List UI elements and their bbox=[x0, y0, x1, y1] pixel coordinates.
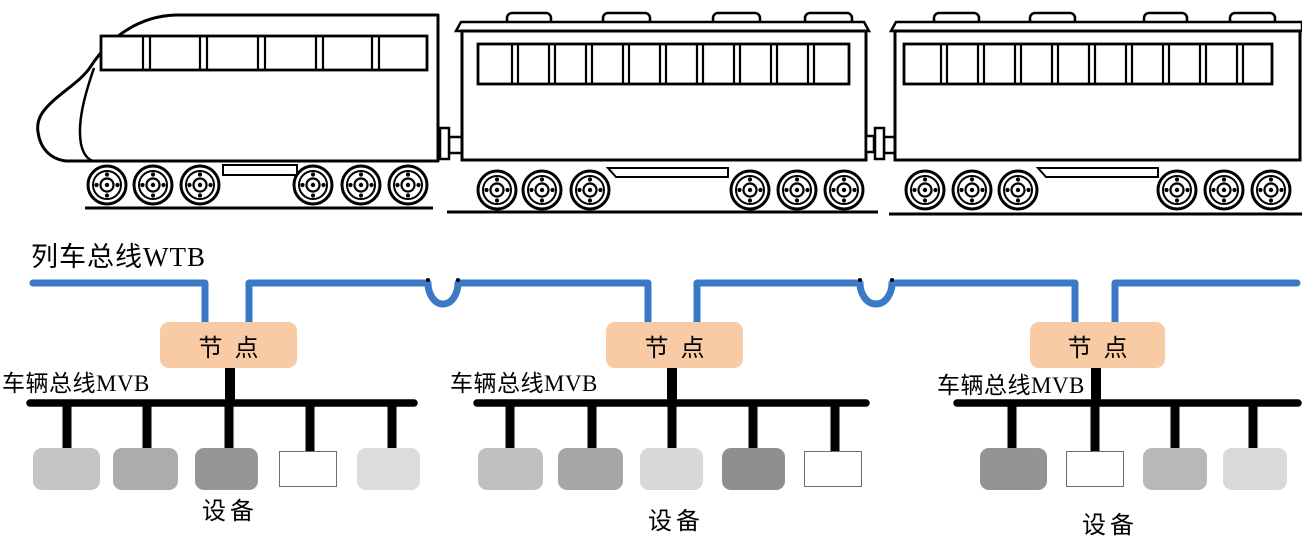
carriage-1 bbox=[453, 11, 872, 211]
mvb-bus-label-3: 车辆总线MVB bbox=[937, 373, 1085, 398]
carriage-2-window-dividers bbox=[939, 44, 1245, 84]
device-box bbox=[1143, 448, 1207, 490]
device-box bbox=[195, 448, 258, 490]
device-box bbox=[804, 451, 862, 487]
coupler-1 bbox=[438, 126, 464, 161]
device-drop-lines bbox=[62, 403, 1258, 455]
node-label: 节点 bbox=[1067, 335, 1140, 362]
device-box bbox=[33, 448, 100, 490]
device-label-1: 设备 bbox=[202, 499, 258, 525]
device-box bbox=[478, 448, 543, 490]
node-box-2: 节点 bbox=[606, 322, 743, 368]
node-label: 节点 bbox=[644, 335, 717, 362]
device-label-2: 设备 bbox=[648, 509, 704, 535]
device-box bbox=[980, 448, 1047, 490]
wtb-connector-dots bbox=[426, 278, 894, 282]
device-box bbox=[1223, 448, 1287, 490]
wtb-bus-label: 列车总线WTB bbox=[31, 242, 206, 272]
device-label-3: 设备 bbox=[1082, 513, 1138, 539]
device-box bbox=[279, 451, 337, 487]
node-box-3: 节点 bbox=[1030, 322, 1165, 368]
device-box bbox=[640, 448, 703, 490]
train-illustration bbox=[36, 11, 1302, 216]
loco-window-dividers bbox=[141, 36, 381, 70]
carriage-1-window-dividers bbox=[510, 44, 816, 84]
mvb-bus-label-2: 车辆总线MVB bbox=[450, 371, 598, 396]
device-box bbox=[1066, 451, 1124, 487]
node-box-1: 节点 bbox=[160, 322, 297, 368]
carriage-2 bbox=[888, 11, 1302, 211]
locomotive bbox=[36, 13, 440, 206]
mvb-bus-label-1: 车辆总线MVB bbox=[2, 371, 150, 396]
rails bbox=[85, 206, 1302, 216]
device-box bbox=[357, 448, 420, 490]
device-box bbox=[113, 448, 178, 490]
wtb-bus-line bbox=[29, 279, 1301, 334]
device-box bbox=[558, 448, 623, 490]
node-label: 节点 bbox=[198, 335, 271, 362]
device-box bbox=[722, 448, 785, 490]
